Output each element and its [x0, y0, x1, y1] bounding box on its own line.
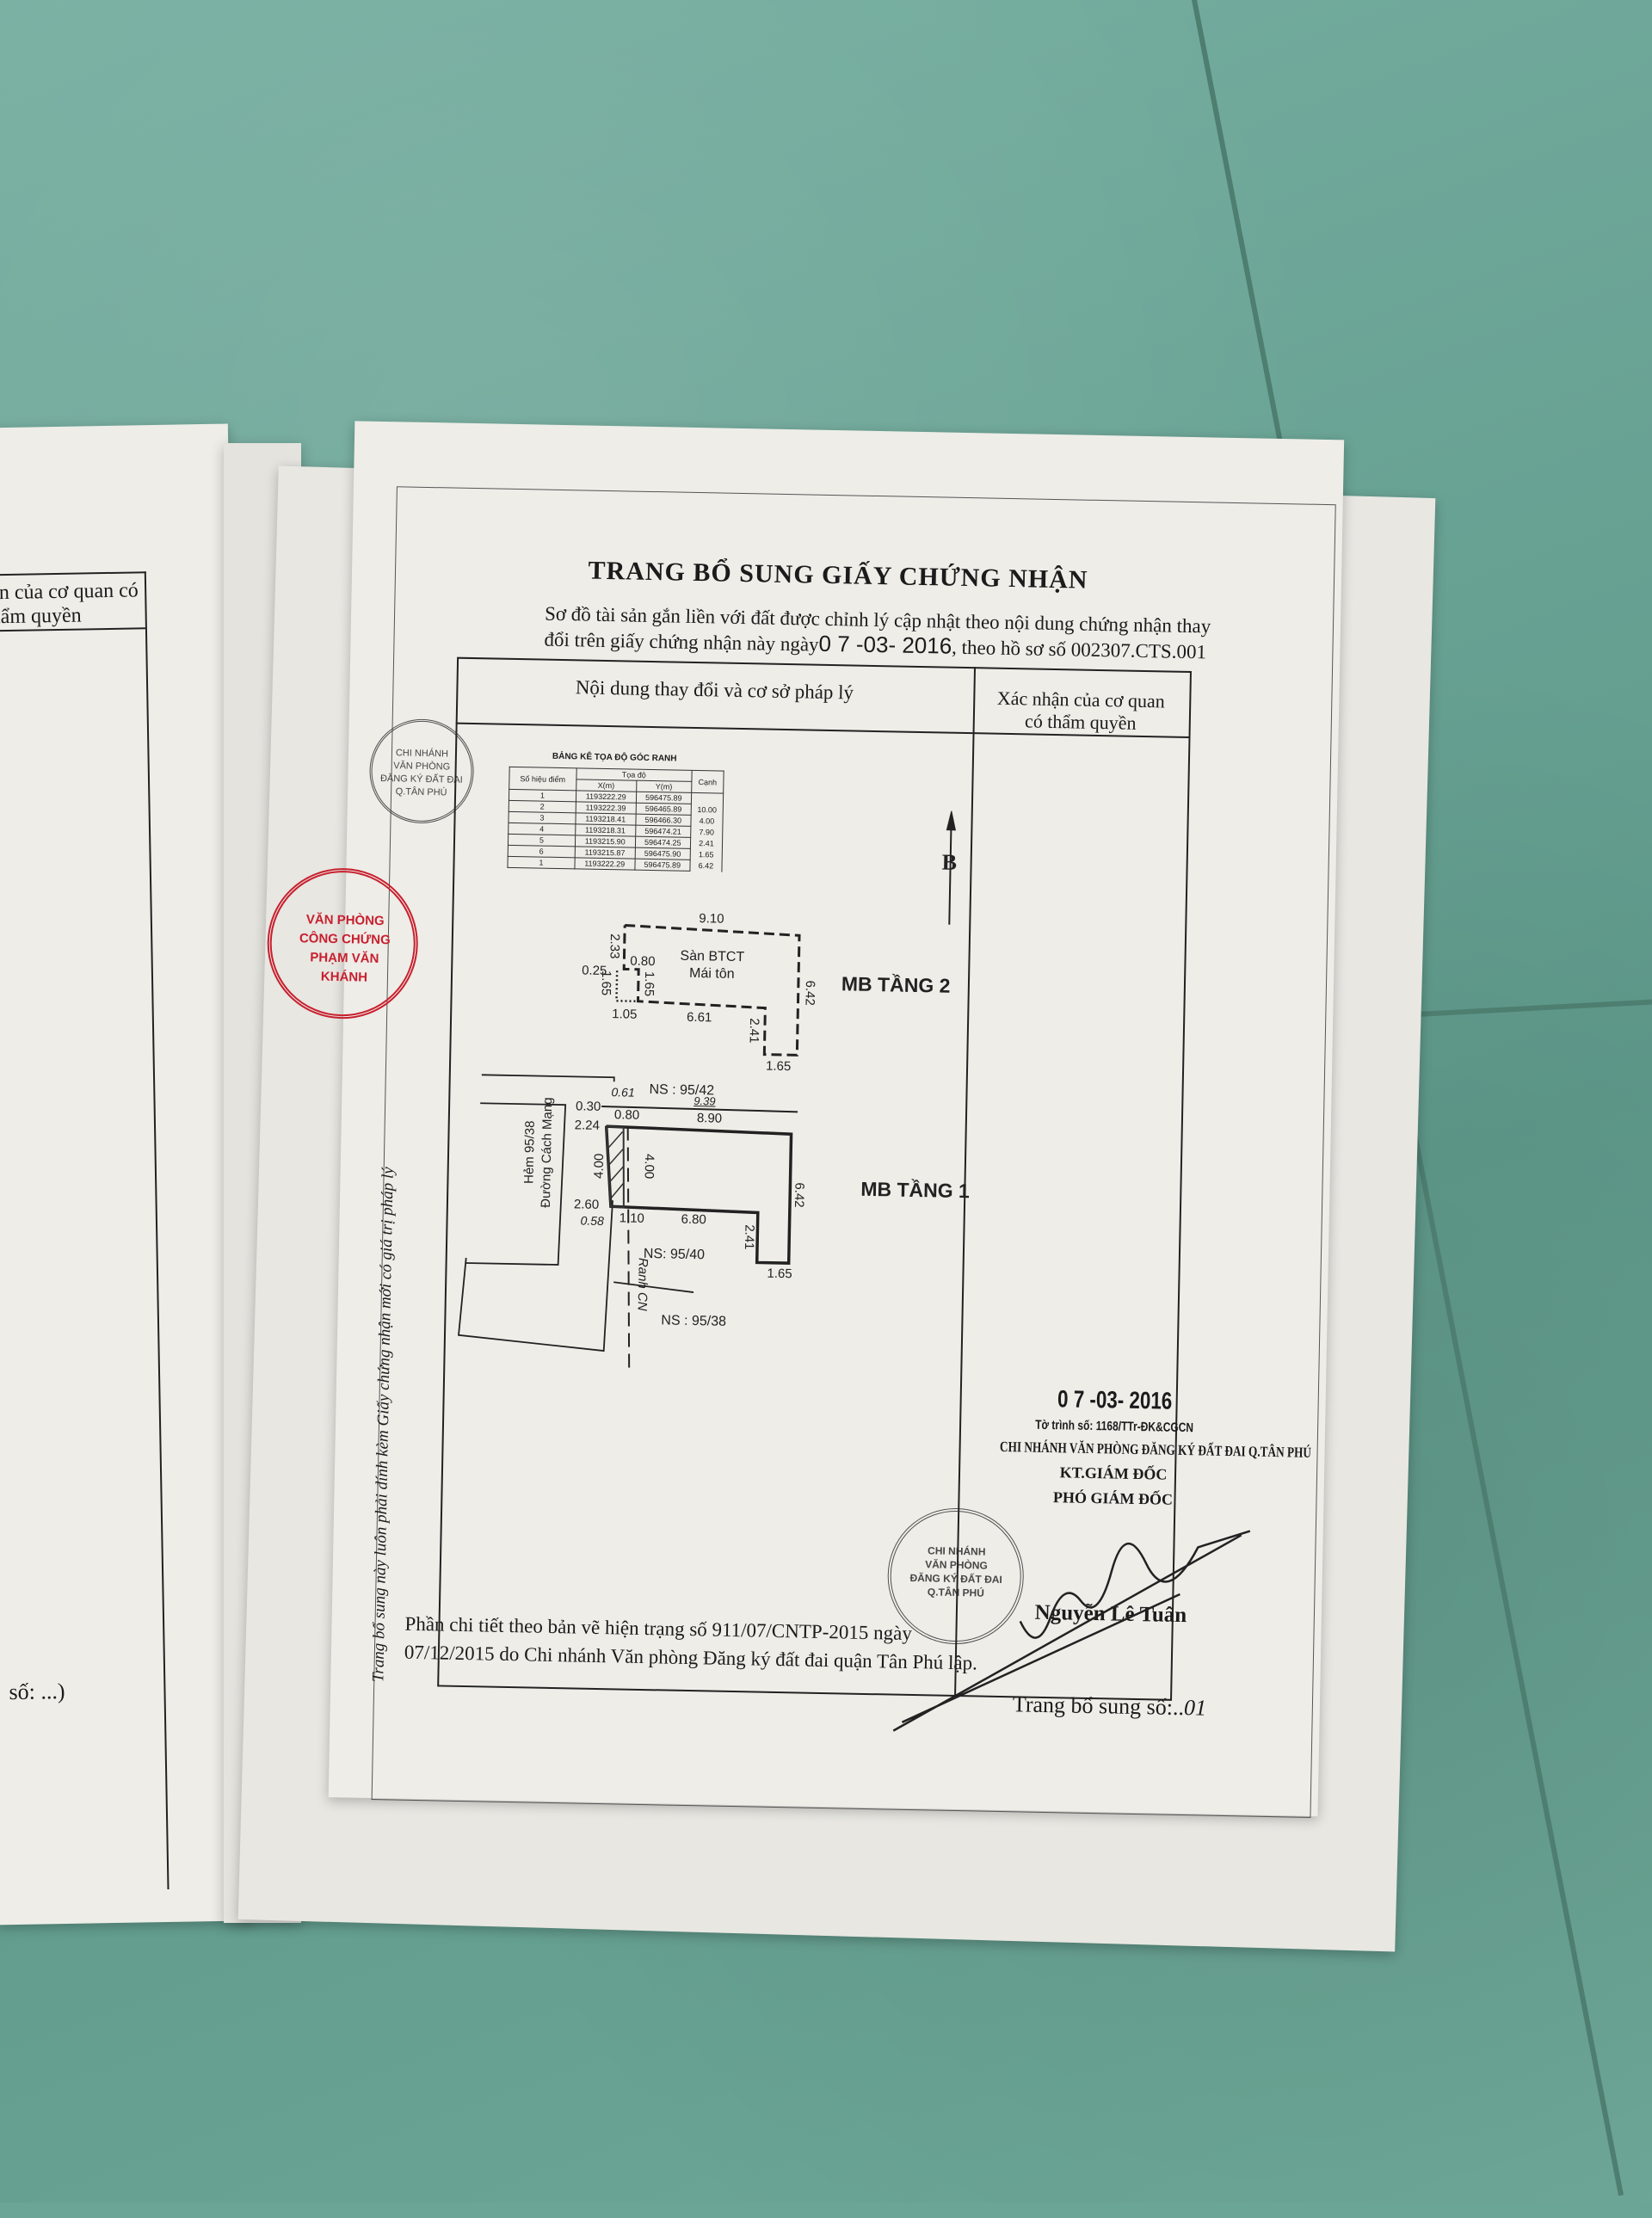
north-arrow-head: [946, 810, 956, 831]
hatched-strip: [605, 1125, 625, 1209]
neighbor-boundary-line: [613, 1281, 694, 1293]
floor1-top-dim-line: [601, 1105, 798, 1113]
north-arrow: [948, 815, 952, 925]
floor2-dotted-outline: [615, 970, 638, 1003]
floor2-outline: [622, 923, 801, 1057]
alley-outline: [481, 1074, 615, 1082]
alley-outline: [458, 1200, 613, 1352]
alley-outline: [465, 1102, 567, 1266]
